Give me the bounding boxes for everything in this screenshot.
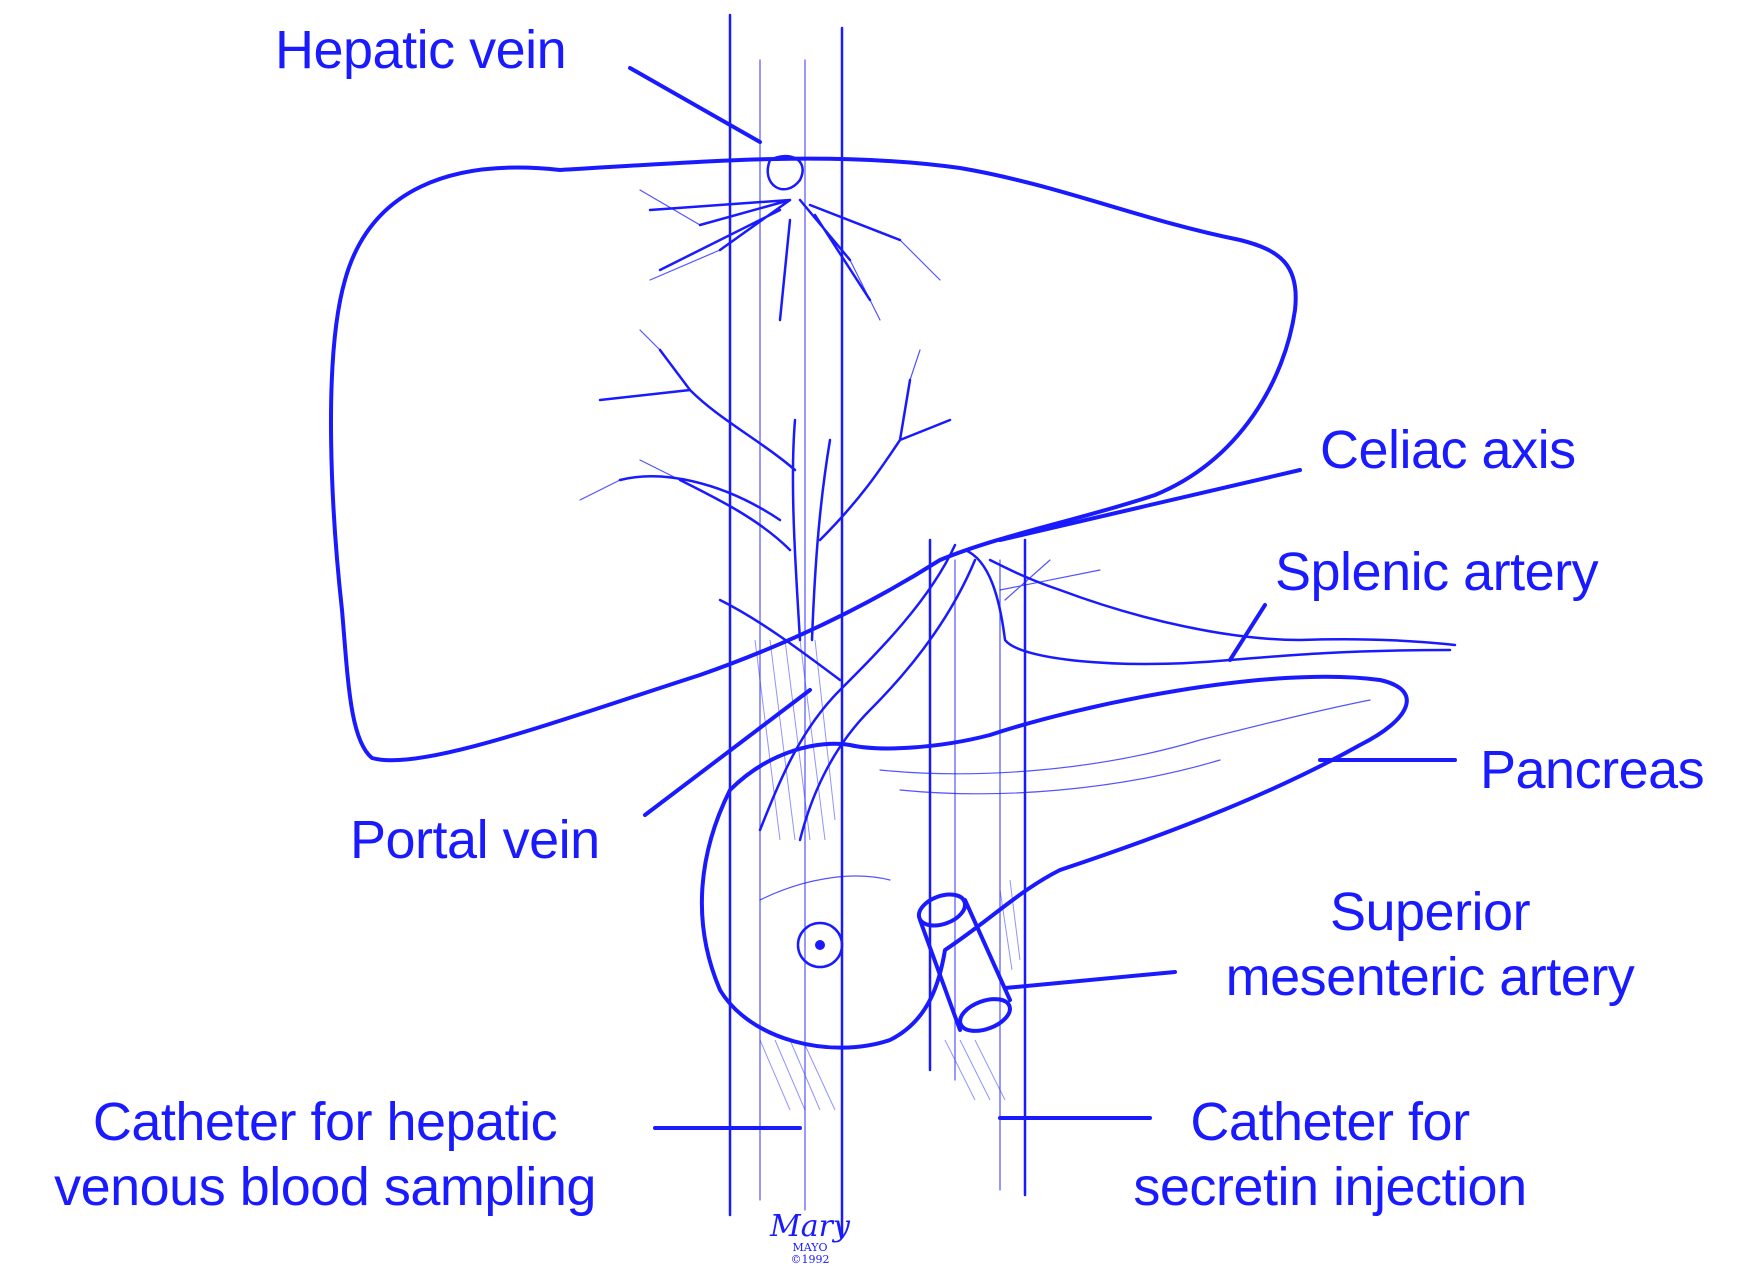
label-splenic-artery: Splenic artery <box>1275 540 1598 605</box>
label-secretin-catheter-line1: Catheter for <box>1100 1090 1560 1155</box>
sma-leader <box>1005 972 1175 988</box>
hepatic-vein-branches <box>640 156 940 320</box>
splenic-artery-leader <box>1230 605 1265 660</box>
label-sma-line2: mesenteric artery <box>1195 945 1665 1010</box>
label-pancreas: Pancreas <box>1480 738 1704 803</box>
portal-vein-tree <box>580 330 950 680</box>
signature-mark: Mary <box>760 1212 860 1242</box>
artist-signature: Mary MAYO ©1992 <box>760 1212 860 1266</box>
celiac-axis-leader <box>1000 470 1300 540</box>
label-hepatic-catheter: Catheter for hepatic venous blood sampli… <box>15 1090 635 1220</box>
label-portal-vein: Portal vein <box>350 808 600 873</box>
label-superior-mesenteric-artery: Superior mesenteric artery <box>1195 880 1665 1010</box>
label-hepatic-catheter-line1: Catheter for hepatic <box>15 1090 635 1155</box>
label-secretin-catheter: Catheter for secretin injection <box>1100 1090 1560 1220</box>
hepatic-vein-leader <box>630 68 760 142</box>
signature-year: ©1992 <box>760 1254 860 1266</box>
label-celiac-axis: Celiac axis <box>1320 418 1576 483</box>
label-hepatic-catheter-line2: venous blood sampling <box>15 1155 635 1220</box>
liver-outline <box>331 159 1296 761</box>
label-sma-line1: Superior <box>1195 880 1665 945</box>
aorta-tube <box>930 540 1025 1195</box>
label-hepatic-vein: Hepatic vein <box>275 18 566 83</box>
label-secretin-catheter-line2: secretin injection <box>1100 1155 1560 1220</box>
